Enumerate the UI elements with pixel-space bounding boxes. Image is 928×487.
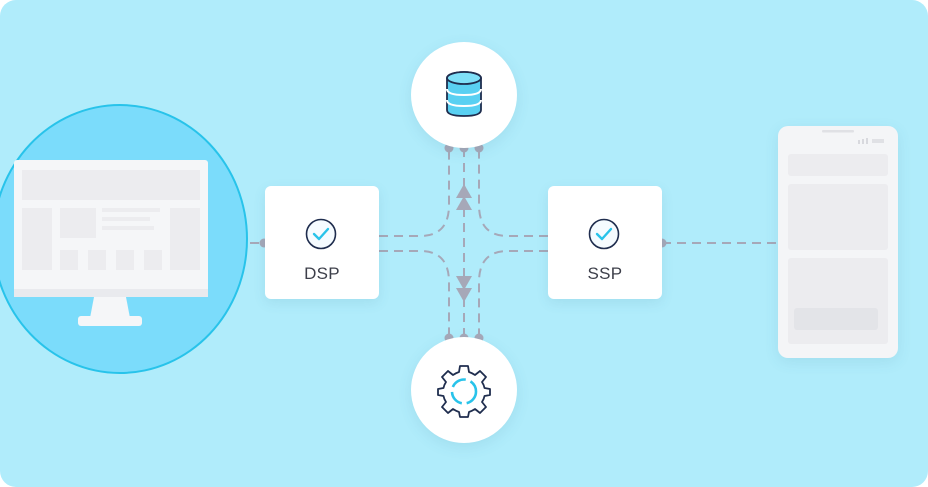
- dsp-top-curve: [379, 148, 450, 237]
- ssp-top-curve: [478, 148, 548, 237]
- mobile-phone-icon: [778, 126, 898, 358]
- phone-screen: [788, 130, 888, 344]
- arrow-up-icon: [456, 196, 472, 210]
- check-circle-icon: [588, 218, 620, 250]
- ssp-label: SSP: [587, 264, 623, 283]
- dsp-card: DSP: [265, 186, 379, 299]
- dsp-bottom-curve: [379, 250, 450, 338]
- database-icon: [446, 71, 482, 117]
- ssp-bottom-curve: [478, 250, 548, 338]
- arrow-up-icon: [456, 184, 472, 198]
- check-circle-icon: [305, 218, 337, 250]
- desktop-monitor-icon: [14, 160, 208, 326]
- database-node: [411, 42, 517, 148]
- gear-node: [411, 337, 517, 443]
- arrow-down-icon: [456, 288, 472, 302]
- ssp-card: SSP: [548, 186, 662, 299]
- gear-icon: [437, 365, 491, 418]
- dsp-label: DSP: [304, 264, 340, 283]
- arrow-down-icon: [456, 276, 472, 290]
